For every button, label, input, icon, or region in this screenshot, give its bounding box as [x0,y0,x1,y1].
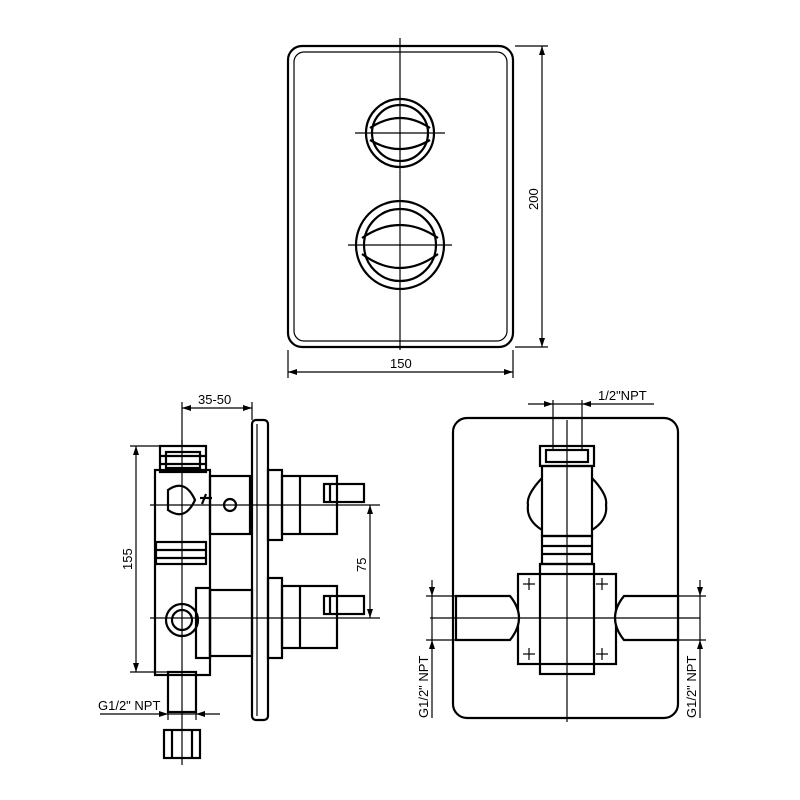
dim-handle-spacing-label: 75 [354,558,369,572]
front-view: 200 150 [286,38,548,378]
dim-handle-spacing: 75 [354,505,373,618]
side-wall-plate [250,418,270,722]
dim-wall-depth-label: 35-50 [198,392,231,407]
upper-knob [355,97,445,169]
dim-bottom-inlet: G1/2" NPT [98,698,220,720]
dim-top-outlet: 1/2"NPT [528,388,654,407]
dim-body-height: 155 [120,445,168,673]
lower-knob [348,199,452,291]
dim-top-outlet-label: 1/2"NPT [598,388,647,403]
dim-plate-height: 200 [515,45,548,348]
dim-plate-height-label: 200 [526,188,541,210]
side-view: 35-50 155 75 G1/2" NPT [98,392,380,765]
dim-right-inlet-label: G1/2" NPT [684,656,699,718]
back-plate [451,416,680,720]
dim-bottom-inlet-label: G1/2" NPT [98,698,160,713]
dim-body-height-label: 155 [120,548,135,570]
dim-plate-width: 150 [287,350,514,378]
dim-left-inlet-label: G1/2" NPT [416,656,431,718]
bracket-screws [523,578,608,660]
dim-wall-depth: 35-50 [181,392,253,446]
dim-plate-width-label: 150 [390,356,412,371]
back-view: G1/2" NPT G1/2" NPT 1/2"NPT [416,388,706,722]
dim-right-inlet: G1/2" NPT [678,580,706,718]
dim-left-inlet: G1/2" NPT [416,580,456,718]
